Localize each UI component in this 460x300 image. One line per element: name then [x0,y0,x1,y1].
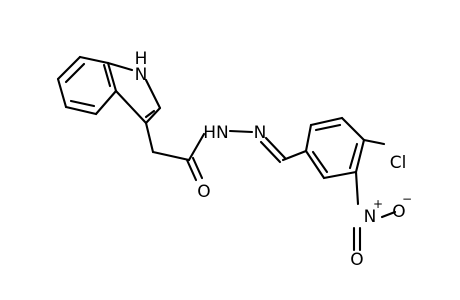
bond [144,109,156,119]
bond [78,55,110,65]
carbonyl-oxygen-label: O [197,182,210,202]
bond [362,138,386,146]
bond [185,158,198,182]
bond [69,99,96,108]
bond [151,150,191,162]
bond [191,156,204,180]
bond [56,77,68,109]
bond [114,89,148,125]
hydrogen-label: H [135,49,148,69]
bond [264,136,287,160]
bond [314,123,342,132]
atom-labels: H N HN N O Cl N + O − O [135,49,412,270]
bond [322,170,358,180]
imine-nitrogen-label: N [254,123,267,143]
nitro-nitrogen-label: N [364,207,377,227]
bond [144,106,162,125]
bond [102,63,112,88]
bond [144,78,162,110]
bond [64,62,86,84]
bond [340,116,366,142]
nitro-charge-plus: + [373,197,383,211]
bond [64,105,98,116]
bond [228,129,254,134]
bond [259,140,282,164]
bond [106,61,134,72]
bond [380,210,397,219]
bond [309,116,344,127]
bond [311,150,329,174]
bond [187,132,206,162]
nitro-oxygen-label: O [392,202,405,222]
bond [106,61,118,93]
nitro-charge-minus: − [402,192,412,206]
bond [304,149,326,180]
bond [281,149,308,162]
bond [354,138,366,174]
chlorine-label: Cl [390,153,407,173]
amide-nh-label: HN [203,123,229,143]
indole-nitrogen-label: N [135,65,148,85]
bond [354,170,360,206]
bond [348,142,359,170]
bond [144,121,155,154]
nitro-oxygen-label: O [350,250,363,270]
bond [94,89,118,116]
bond-lines [56,55,397,252]
bond [304,123,313,153]
bond [56,55,82,81]
